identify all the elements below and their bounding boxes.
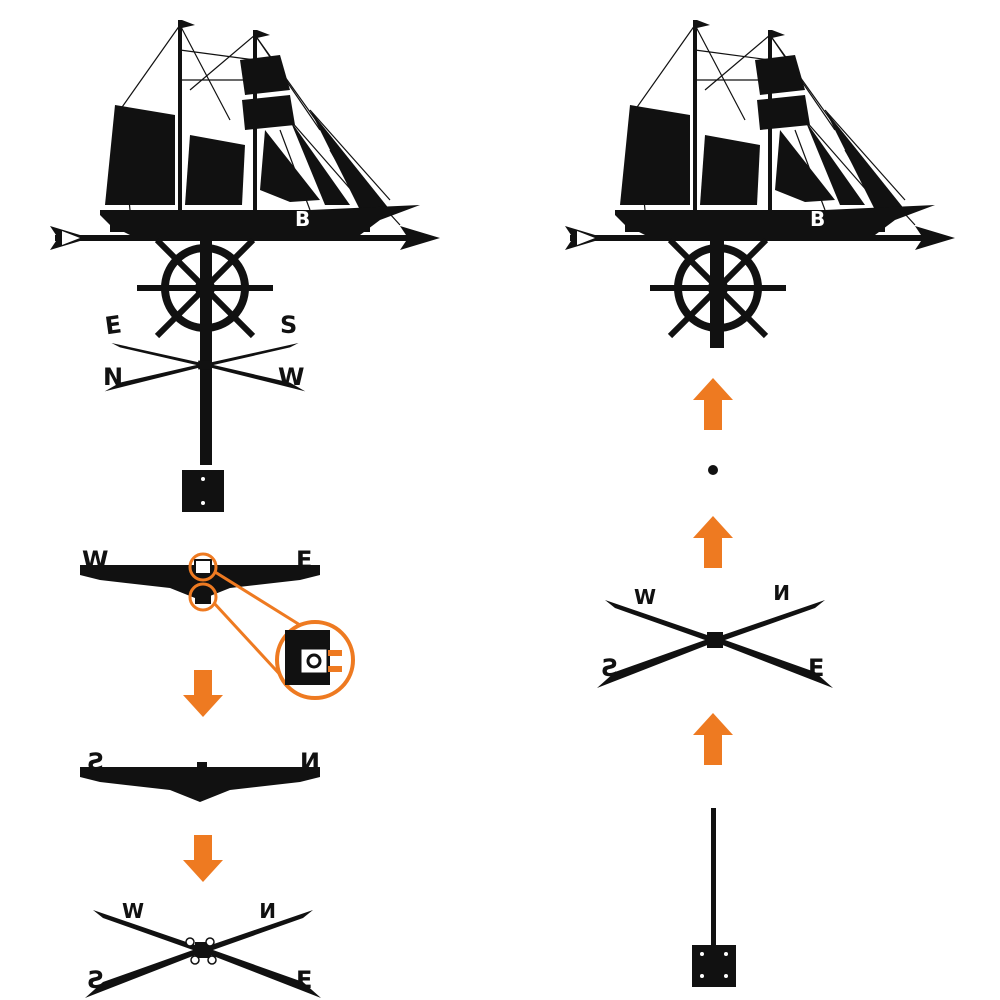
hull-mark-right: B xyxy=(810,207,825,231)
ball-bearing xyxy=(708,465,718,475)
mounting-plate xyxy=(182,470,224,512)
cross-letter-s: S xyxy=(87,966,104,994)
right-cross-letter-n: N xyxy=(773,581,790,605)
compass-letter-w: W xyxy=(278,363,304,391)
cross-letter-e: E xyxy=(296,966,312,994)
zoom-marker-bottom xyxy=(188,582,218,612)
orange-arrow-1 xyxy=(183,670,223,717)
short-pole xyxy=(710,240,724,348)
zoom-marker-top xyxy=(188,552,218,582)
orange-arrow-2 xyxy=(183,835,223,882)
hull-mark: B xyxy=(295,207,310,231)
bar-letter-s: S xyxy=(87,748,104,776)
base-plate xyxy=(692,945,736,987)
compass-letter-n: N xyxy=(103,363,123,391)
assembled-weathervane: B E S N W xyxy=(50,19,440,512)
cross-letter-n: N xyxy=(259,899,276,923)
orange-arrow-up-2 xyxy=(693,516,733,568)
step-cross-with-bolts: W N S E xyxy=(85,899,321,998)
compass-letter-s: S xyxy=(280,311,297,339)
bar-letter-n: N xyxy=(300,748,320,776)
vane-pole xyxy=(200,240,212,465)
orange-arrow-up-3 xyxy=(693,713,733,765)
step-we-bar: W E xyxy=(80,546,355,700)
ship-silhouette xyxy=(99,19,421,236)
bar-letter-e: E xyxy=(296,546,312,574)
step-sn-bar: S N xyxy=(80,748,320,802)
top-assembly: B xyxy=(565,19,955,348)
cross-letter-w: W xyxy=(122,899,144,923)
right-cross-letter-w: W xyxy=(634,585,656,609)
pole-with-base xyxy=(692,808,736,987)
bar-letter-w: W xyxy=(82,546,108,574)
ship-silhouette-right xyxy=(614,19,936,236)
right-cross: W N S E xyxy=(597,581,833,688)
orange-arrow-up-1 xyxy=(693,378,733,430)
right-cross-letter-s: S xyxy=(601,654,618,682)
zoom-detail xyxy=(275,620,355,700)
compass-letter-e: E xyxy=(103,310,123,340)
right-cross-letter-e: E xyxy=(808,654,824,682)
